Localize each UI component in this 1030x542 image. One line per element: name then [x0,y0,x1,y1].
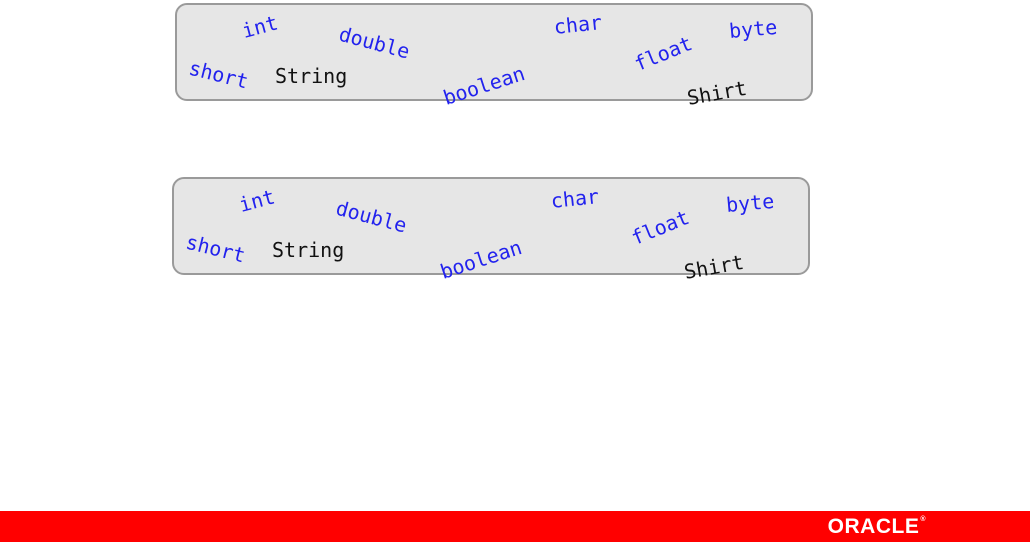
word-int: int [236,184,278,217]
word-char: char [549,184,601,213]
word-string: String [272,238,345,262]
word-shirt: Shirt [685,75,749,110]
oracle-logo-text: ORACLE [827,515,920,538]
word-shirt: Shirt [682,249,746,284]
word-float: float [627,205,693,250]
word-byte: byte [725,188,776,217]
word-boolean: boolean [437,235,525,284]
word-double: double [336,21,413,64]
word-byte: byte [728,14,779,43]
word-string: String [275,64,348,88]
word-cloud-panel-2: int double char float byte short String … [172,177,810,284]
word-float: float [630,31,696,76]
registered-mark: ® [920,516,926,523]
word-boolean: boolean [440,61,528,110]
word-short: short [183,229,248,268]
word-int: int [239,10,281,43]
word-double: double [333,195,410,238]
word-cloud-panel-1: int double char float byte short String … [175,3,813,110]
word-char: char [552,10,604,39]
oracle-logo: ORACLE® [828,516,926,537]
footer-bar: ORACLE® [0,511,1030,542]
word-short: short [186,55,251,94]
